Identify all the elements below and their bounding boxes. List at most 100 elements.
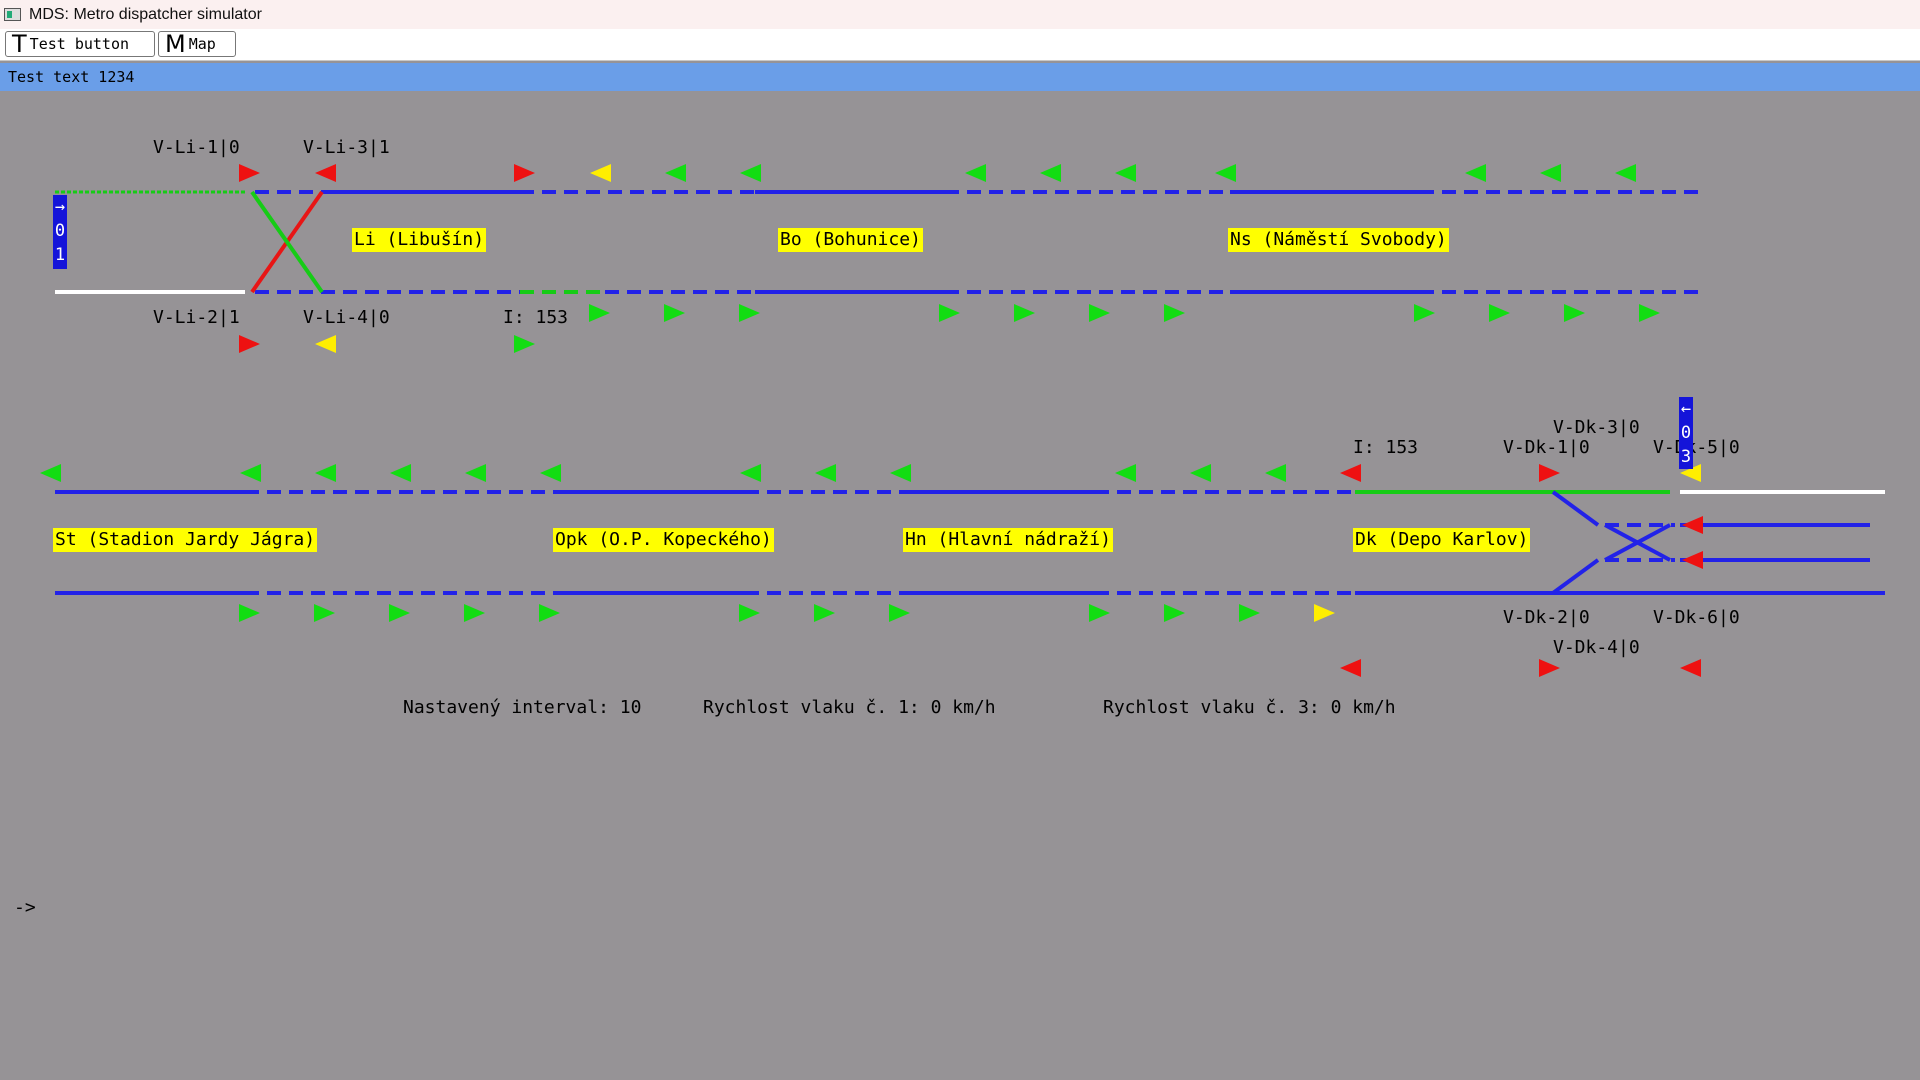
signal-right-icon[interactable]	[889, 604, 910, 622]
signal-right-icon[interactable]	[1414, 304, 1435, 322]
signal-left-icon[interactable]	[40, 464, 61, 482]
map-button[interactable]: M Map	[158, 31, 236, 57]
train-marker-1[interactable]: → 0 1	[53, 195, 67, 269]
train-3-speed-text: Rychlost vlaku č. 3: 0 km/h	[1103, 697, 1396, 718]
signal-left-icon[interactable]	[1265, 464, 1286, 482]
switch-diverge	[1551, 558, 1600, 595]
station-label-ns[interactable]: Ns (Náměstí Svobody)	[1228, 228, 1449, 252]
signal-right-icon[interactable]	[1489, 304, 1510, 322]
window-title: MDS: Metro dispatcher simulator	[29, 5, 262, 23]
switch-cross	[1604, 523, 1671, 562]
signal-right-icon[interactable]	[814, 604, 835, 622]
switch-label-dk5[interactable]: V-Dk-5|0	[1653, 437, 1740, 458]
train-marker-3[interactable]: ← 0 3	[1679, 397, 1693, 469]
signal-left-icon[interactable]	[240, 464, 261, 482]
signal-right-icon[interactable]	[1164, 304, 1185, 322]
signal-right-icon[interactable]	[939, 304, 960, 322]
map-button-label: Map	[188, 35, 216, 53]
signal-left-icon[interactable]	[540, 464, 561, 482]
signal-left-icon[interactable]	[1190, 464, 1211, 482]
signal-left-icon[interactable]	[1465, 164, 1486, 182]
signal-right-icon[interactable]	[314, 604, 335, 622]
signal-left-icon[interactable]	[1340, 659, 1361, 677]
signal-left-icon[interactable]	[1215, 164, 1236, 182]
signals	[40, 164, 1703, 677]
signal-right-icon[interactable]	[1639, 304, 1660, 322]
signal-right-icon[interactable]	[1564, 304, 1585, 322]
interval-label-top: I: 153	[503, 307, 569, 328]
title-bar: MDS: Metro dispatcher simulator	[0, 0, 1920, 29]
signal-right-icon[interactable]	[389, 604, 410, 622]
signal-right-icon[interactable]	[1164, 604, 1185, 622]
signal-right-icon[interactable]	[1014, 304, 1035, 322]
signal-left-icon[interactable]	[665, 164, 686, 182]
switch-label-dk3[interactable]: V-Dk-3|0	[1553, 417, 1640, 438]
switch-label-li3[interactable]: V-Li-3|1	[303, 137, 390, 158]
signal-right-icon[interactable]	[1089, 604, 1110, 622]
signal-left-icon[interactable]	[1115, 464, 1136, 482]
signal-right-icon[interactable]	[1539, 659, 1560, 677]
signal-left-icon[interactable]	[590, 164, 611, 182]
station-label-dk[interactable]: Dk (Depo Karlov)	[1353, 528, 1531, 552]
signal-left-icon[interactable]	[740, 464, 761, 482]
test-button[interactable]: T Test button	[5, 31, 155, 57]
app-icon	[4, 8, 21, 21]
signal-right-icon[interactable]	[239, 164, 260, 182]
signal-right-icon[interactable]	[664, 304, 685, 322]
train-arrow-left-icon: ←	[1680, 399, 1692, 419]
signal-left-icon[interactable]	[315, 164, 336, 182]
switch-label-dk6[interactable]: V-Dk-6|0	[1653, 607, 1740, 628]
signal-right-icon[interactable]	[464, 604, 485, 622]
signal-right-icon[interactable]	[589, 304, 610, 322]
toolbar: T Test button M Map	[0, 29, 1920, 61]
signal-left-icon[interactable]	[1540, 164, 1561, 182]
command-prompt[interactable]: ->	[14, 897, 36, 918]
switch-label-dk1[interactable]: V-Dk-1|0	[1503, 437, 1590, 458]
signal-left-icon[interactable]	[1682, 516, 1703, 534]
station-label-hn[interactable]: Hn (Hlavní nádraží)	[903, 528, 1113, 552]
signal-right-icon[interactable]	[239, 335, 260, 353]
signal-left-icon[interactable]	[315, 335, 336, 353]
interval-label-bottom: I: 153	[1353, 437, 1419, 458]
train-digit: 0	[1680, 423, 1692, 443]
signal-left-icon[interactable]	[1615, 164, 1636, 182]
signal-left-icon[interactable]	[1115, 164, 1136, 182]
train-digit: 1	[54, 245, 66, 265]
signal-left-icon[interactable]	[815, 464, 836, 482]
signal-right-icon[interactable]	[514, 164, 535, 182]
signal-right-icon[interactable]	[1314, 604, 1335, 622]
switch-label-dk4[interactable]: V-Dk-4|0	[1553, 637, 1640, 658]
switch-crossover	[250, 190, 324, 294]
signal-left-icon[interactable]	[1680, 659, 1701, 677]
signal-left-icon[interactable]	[965, 164, 986, 182]
signal-left-icon[interactable]	[1680, 464, 1701, 482]
signal-right-icon[interactable]	[1539, 464, 1560, 482]
station-label-li[interactable]: Li (Libušín)	[352, 228, 487, 252]
signal-left-icon[interactable]	[1040, 164, 1061, 182]
station-label-opk[interactable]: Opk (O.P. Kopeckého)	[553, 528, 774, 552]
signal-right-icon[interactable]	[239, 604, 260, 622]
switch-label-dk2[interactable]: V-Dk-2|0	[1503, 607, 1590, 628]
train-1-speed-text: Rychlost vlaku č. 1: 0 km/h	[703, 697, 996, 718]
signal-right-icon[interactable]	[539, 604, 560, 622]
signal-right-icon[interactable]	[739, 604, 760, 622]
signal-left-icon[interactable]	[890, 464, 911, 482]
signal-left-icon[interactable]	[390, 464, 411, 482]
train-digit: 3	[1680, 447, 1692, 467]
signal-right-icon[interactable]	[1239, 604, 1260, 622]
switch-label-li4[interactable]: V-Li-4|0	[303, 307, 390, 328]
signal-right-icon[interactable]	[514, 335, 535, 353]
signal-left-icon[interactable]	[1340, 464, 1361, 482]
station-label-bo[interactable]: Bo (Bohunice)	[778, 228, 923, 252]
signal-right-icon[interactable]	[1089, 304, 1110, 322]
signal-right-icon[interactable]	[739, 304, 760, 322]
switch-label-li1[interactable]: V-Li-1|0	[153, 137, 240, 158]
signal-left-icon[interactable]	[740, 164, 761, 182]
signal-left-icon[interactable]	[465, 464, 486, 482]
signal-left-icon[interactable]	[315, 464, 336, 482]
signal-left-icon[interactable]	[1682, 551, 1703, 569]
station-label-st[interactable]: St (Stadion Jardy Jágra)	[53, 528, 318, 552]
switch-diverge	[1551, 490, 1600, 527]
switch-label-li2[interactable]: V-Li-2|1	[153, 307, 240, 328]
